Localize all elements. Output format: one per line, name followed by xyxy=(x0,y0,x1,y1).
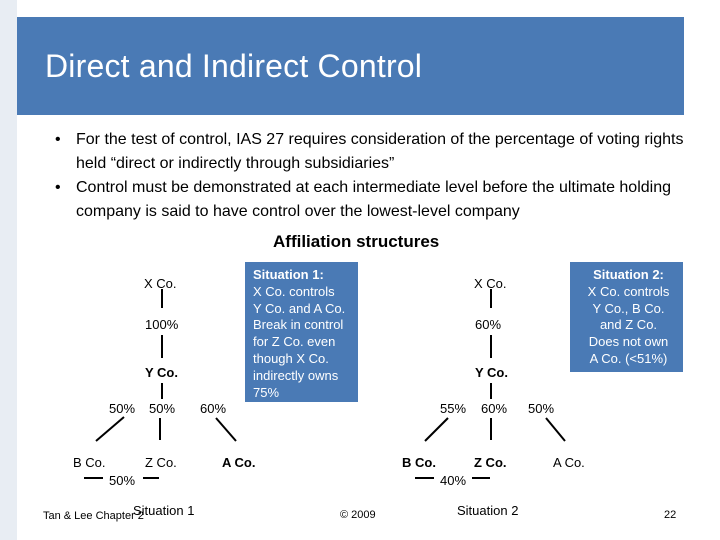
situation1-note-line: Y Co. and A Co. xyxy=(253,300,346,316)
situation1-note-line: though X Co. xyxy=(253,350,329,366)
bullet-marker: • xyxy=(55,179,61,196)
page-number: 22 xyxy=(664,509,677,521)
s1-left-percent: 50% xyxy=(109,401,136,416)
situation1-note-line: Break in control xyxy=(253,317,344,333)
situation1-note: Situation 1: X Co. controls Y Co. and A … xyxy=(245,262,358,402)
s2-b-co: B Co. xyxy=(402,455,436,470)
s1-bottom-percent: 50% xyxy=(109,473,136,488)
footer-copyright: © 2009 xyxy=(340,509,376,521)
s1-a-co: A Co. xyxy=(222,455,256,470)
s2-mid-percent: 60% xyxy=(481,401,508,416)
s1-top-percent: 100% xyxy=(145,317,179,332)
situation2-note-line: Does not own xyxy=(588,334,669,350)
s2-left-percent: 55% xyxy=(440,401,467,416)
bullet-item: • Control must be demonstrated at each i… xyxy=(40,176,690,224)
s2-x-co: X Co. xyxy=(474,276,507,291)
s2-branch-a xyxy=(545,417,566,442)
situation1-note-title: Situation 1: xyxy=(253,267,324,282)
s1-x-co: X Co. xyxy=(144,276,177,291)
s2-z-co: Z Co. xyxy=(474,455,507,470)
bullet-text: Control must be demonstrated at each int… xyxy=(76,179,672,220)
s2-a-co: A Co. xyxy=(553,455,585,470)
s1-branch-b xyxy=(95,416,125,442)
section-title: Affiliation structures xyxy=(273,232,440,251)
s2-bottom-percent: 40% xyxy=(440,473,467,488)
s1-mid-percent: 50% xyxy=(149,401,176,416)
s1-right-percent: 60% xyxy=(200,401,227,416)
s1-branch-a xyxy=(215,417,237,442)
situation2-caption: Situation 2 xyxy=(457,503,519,518)
situation2-note-title: Situation 2: xyxy=(593,267,664,282)
situation2-note-line: X Co. controls xyxy=(587,283,670,299)
situation1-note-line: X Co. controls xyxy=(253,283,335,299)
s1-z-co: Z Co. xyxy=(145,455,177,470)
situation1-caption: Situation 1 xyxy=(133,503,195,518)
title-bar xyxy=(17,17,684,115)
situation2-note-line: and Z Co. xyxy=(599,317,658,333)
s1-y-co: Y Co. xyxy=(145,365,178,380)
s2-y-co: Y Co. xyxy=(475,365,508,380)
bullet-item: • For the test of control, IAS 27 requir… xyxy=(40,128,690,176)
slide-title: Direct and Indirect Control xyxy=(45,48,423,84)
situation2-note-line: Y Co., B Co. xyxy=(592,300,665,316)
bullet-text: For the test of control, IAS 27 requires… xyxy=(76,131,684,172)
situation1-note-line: 75% xyxy=(253,384,280,400)
footer-source: Tan & Lee Chapter 2 xyxy=(43,510,144,522)
left-strip xyxy=(0,0,17,540)
s2-top-percent: 60% xyxy=(475,317,502,332)
s2-branch-b xyxy=(424,417,449,442)
situation1-note-line: for Z Co. even xyxy=(253,334,336,350)
bullet-list: • For the test of control, IAS 27 requir… xyxy=(40,128,690,224)
s1-b-co: B Co. xyxy=(73,455,106,470)
situation1-note-line: indirectly owns xyxy=(253,367,339,383)
situation2-note: Situation 2: X Co. controls Y Co., B Co.… xyxy=(570,262,683,372)
s2-right-percent: 50% xyxy=(528,401,555,416)
bullet-marker: • xyxy=(55,131,61,148)
situation2-note-line: A Co. (<51%) xyxy=(589,350,668,366)
